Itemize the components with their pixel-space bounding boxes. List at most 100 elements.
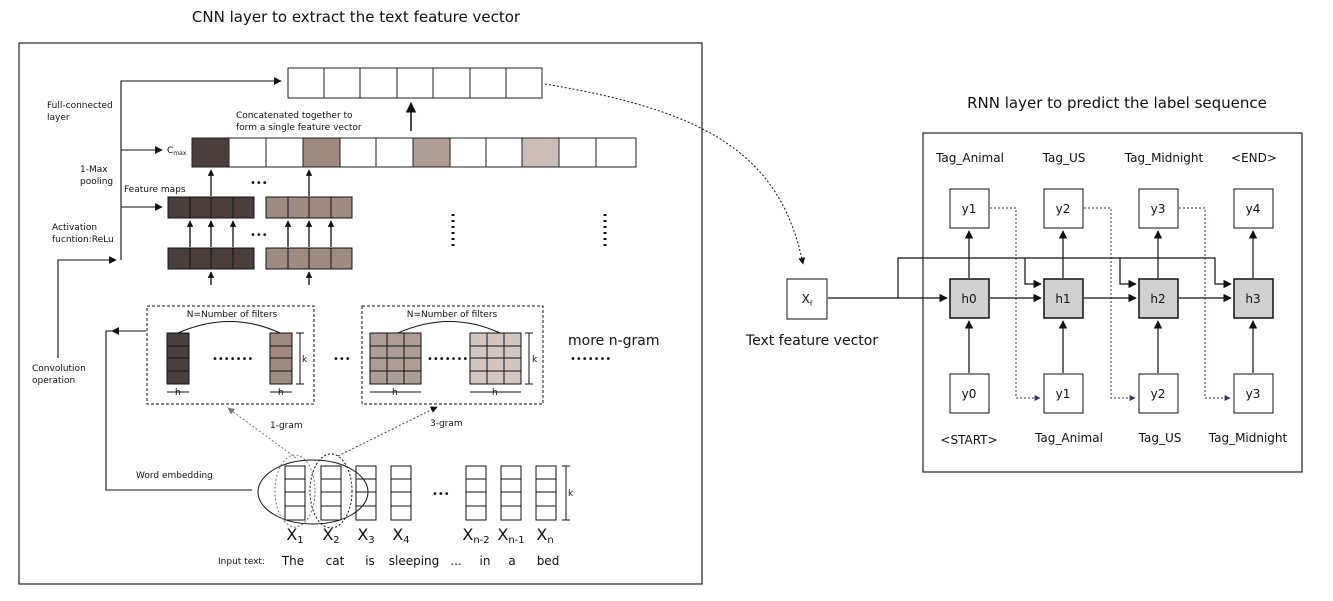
word-is: is [365,554,375,568]
word-the: The [281,554,304,568]
feature-map-lower-brown [265,247,353,270]
concat-label-2: form a single feature vector [236,123,362,133]
output-label-3: y3 [1151,202,1166,216]
bottom-tag-3: Tag_US [1138,431,1182,445]
3gram-arrow [337,406,438,457]
word-ellipsis: ... [450,554,461,568]
x4-label: X4 [392,525,409,546]
feature-vector-label: Text feature vector [745,333,878,349]
k-label-2: k [532,355,538,365]
word-sleeping: sleeping [389,554,440,568]
left-flow-lines [57,77,282,491]
feature-vector-symbol: Xf [802,292,813,308]
xn-2-label: Xn-2 [462,525,489,546]
fc-label-2: layer [47,113,70,123]
pool-label-2: pooling [80,177,113,187]
word-ellipse [274,454,316,528]
filters-label-2: N=Number of filters [407,310,498,320]
output-label-4: y4 [1246,202,1261,216]
1gram-label: 1-gram [270,421,303,431]
3gram-ellipse [309,453,353,529]
input-box-1 [1043,373,1084,414]
concatenated-vector [191,137,637,168]
input-box-3 [1233,373,1274,414]
hidden-label-2: h2 [1150,292,1165,306]
input-box-0 [949,373,990,414]
h-label-3: h [392,388,398,398]
input-label-2: y2 [1151,387,1166,401]
output-label-2: y2 [1056,202,1071,216]
rnn-arrows [828,230,1258,373]
cmax-label: Cmax [167,146,187,157]
activation-label-1: Activation [52,223,97,233]
top-tag-2: Tag_US [1042,151,1086,165]
word-in: in [480,554,491,568]
word-bed: bed [537,554,560,568]
bottom-tag-1: <START> [940,433,997,447]
embedding-columns: k [284,465,574,521]
rnn-title: RNN layer to predict the label sequence [967,94,1267,112]
hidden-label-3: h3 [1245,292,1260,306]
embedding-dots: ••• [432,489,450,500]
input-box-2 [1138,373,1179,414]
feature-vector-box [786,278,828,320]
feature-map-upper-brown [265,196,353,219]
h-label-1: h [175,388,181,398]
hidden-label-0: h0 [961,292,976,306]
x-labels: X1 X2 X3 X4 Xn-2 Xn-1 Xn [286,525,553,546]
rnn-feedback-arrows [990,207,1231,401]
h-label-2: h [278,388,284,398]
h-label-4: h [492,388,498,398]
filters-label-1: N=Number of filters [187,310,278,320]
cnn-title: CNN layer to extract the text feature ve… [192,8,521,26]
x3-label: X3 [357,525,374,546]
filter-dots-1: ••••••• [212,354,253,365]
feature-map-upper-dark [167,196,255,219]
word-embedding-label: Word embedding [136,471,213,481]
hidden-box-0 [949,278,990,319]
conv-label-2: operation [32,376,75,386]
x1-label: X1 [286,525,303,546]
top-tag-4: <END> [1231,151,1277,165]
feature-maps-label: Feature maps [124,185,186,195]
output-label-1: y1 [962,202,977,216]
rnn-hidden-row: h0 h1 h2 h3 [949,278,1274,319]
output-box-2 [1043,188,1084,229]
output-box-4 [1233,188,1274,229]
1gram-ellipse [257,459,369,525]
xn-label: Xn [536,525,553,546]
input-label-3: y3 [1246,387,1261,401]
hidden-box-3 [1233,278,1274,319]
feature-map-lower-dark [167,247,255,270]
input-label-1: y1 [1056,387,1071,401]
feature-map-arrows [186,169,335,285]
top-tag-1: Tag_Animal [935,151,1004,165]
input-text-label: Input text: [218,557,265,567]
top-tag-3: Tag_Midnight [1124,151,1204,165]
word-a: a [508,554,515,568]
1gram-arrow [227,407,297,459]
3gram-label: 3-gram [430,419,463,429]
output-box-1 [949,188,990,229]
fc-output-vector [287,67,543,99]
pool-label-1: 1-Max [80,165,108,175]
bottom-tag-2: Tag_Animal [1034,431,1103,445]
filter-dots-2: ••••••• [427,354,468,365]
input-words: The cat is sleeping ... in a bed [281,554,559,568]
bottom-tag-4: Tag_Midnight [1208,431,1288,445]
more-ngram-label: more n-gram [568,333,660,349]
hidden-label-1: h1 [1055,292,1070,306]
k-label-1: k [302,355,308,365]
cnn-frame [18,42,703,585]
k-label-3: k [568,489,574,499]
fc-label-1: Full-connected [47,101,113,111]
filter-group-1gram: N=Number of filters ••••••• k h h [146,305,315,405]
output-box-3 [1138,188,1179,229]
rnn-input-row: y0 y1 y2 y3 [949,373,1274,414]
feature-map-dots-upper: ••• [250,178,268,189]
rnn-output-row: y1 y2 y3 y4 [949,188,1274,229]
conv-label-1: Convolution [32,364,86,374]
hidden-box-2 [1138,278,1179,319]
activation-label-2: fucntion:ReLu [52,235,114,245]
